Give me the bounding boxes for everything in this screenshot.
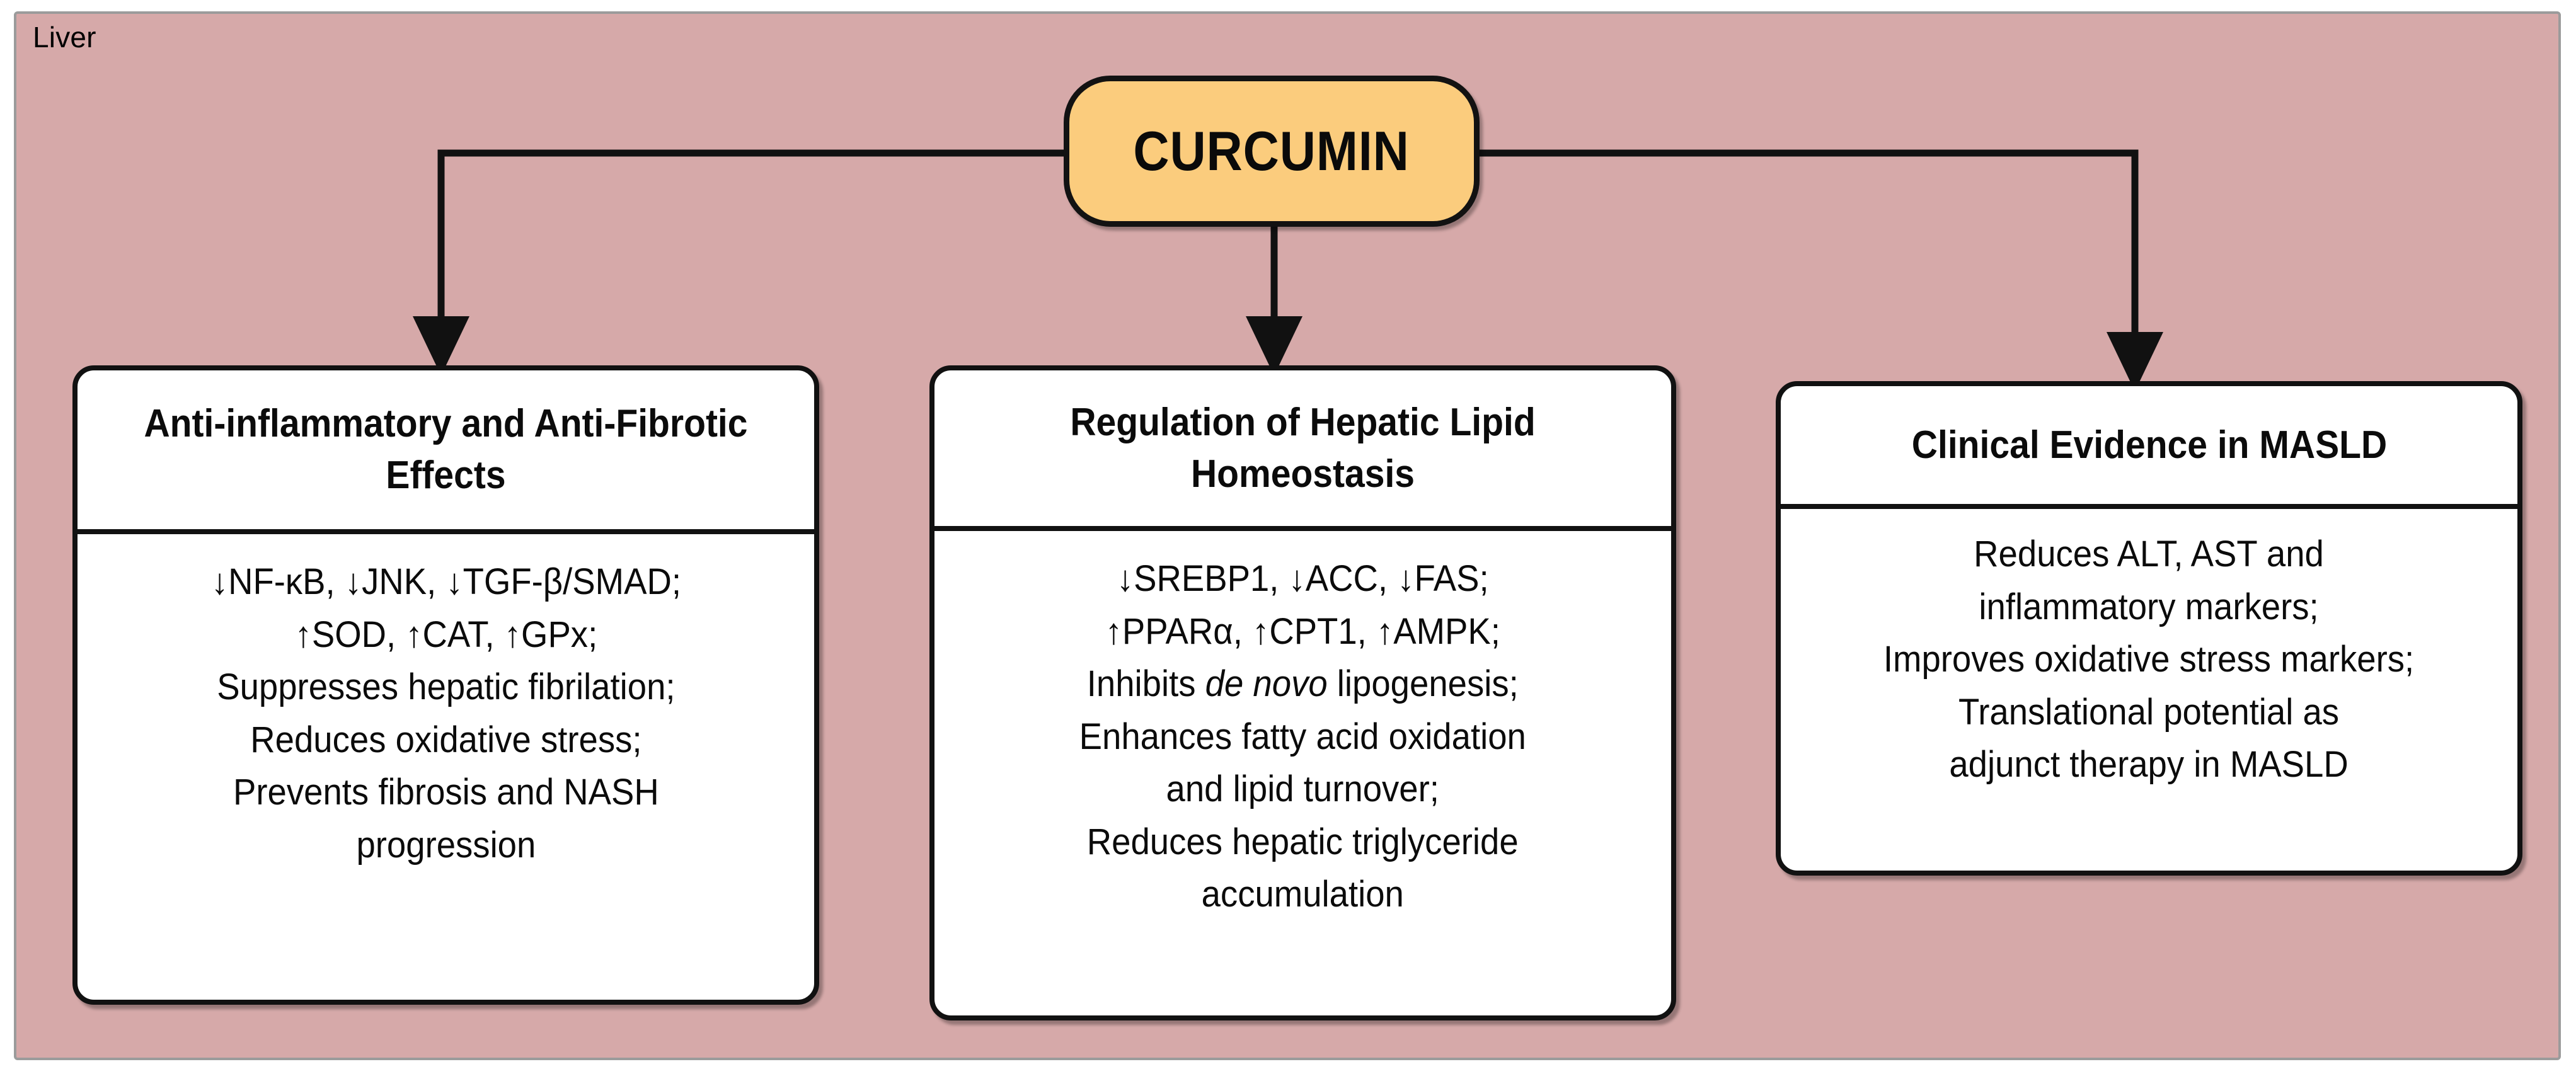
card-lipid-text-pre: ↓SREBP1, ↓ACC, ↓FAS; ↑PPARα, ↑CPT1, ↑AMP… [1086, 558, 1501, 705]
card-clinical-evidence-text: Reduces ALT, AST and inflammatory marker… [1883, 534, 2415, 786]
card-anti-inflammatory-title: Anti-inflammatory and Anti-Fibrotic Effe… [144, 402, 748, 497]
card-lipid-homeostasis-text: ↓SREBP1, ↓ACC, ↓FAS; ↑PPARα, ↑CPT1, ↑AMP… [1079, 552, 1526, 921]
card-anti-inflammatory-body: ↓NF-κB, ↓JNK, ↓TGF-β/SMAD; ↑SOD, ↑CAT, ↑… [78, 534, 814, 1000]
liver-compartment-label: Liver [33, 21, 96, 54]
card-lipid-text-post: lipogenesis; Enhances fatty acid oxidati… [1079, 663, 1527, 915]
card-lipid-homeostasis-body: ↓SREBP1, ↓ACC, ↓FAS; ↑PPARα, ↑CPT1, ↑AMP… [934, 531, 1671, 1015]
card-lipid-text-italic: de novo [1205, 663, 1328, 705]
curcumin-node-label: CURCUMIN [1133, 120, 1410, 182]
card-anti-inflammatory[interactable]: Anti-inflammatory and Anti-Fibrotic Effe… [72, 365, 819, 1005]
card-lipid-homeostasis[interactable]: Regulation of Hepatic Lipid Homeostasis … [929, 365, 1676, 1020]
card-clinical-evidence-title: Clinical Evidence in MASLD [1911, 423, 2387, 467]
card-clinical-evidence-header: Clinical Evidence in MASLD [1781, 386, 2517, 509]
card-anti-inflammatory-header: Anti-inflammatory and Anti-Fibrotic Effe… [78, 370, 814, 534]
card-clinical-evidence-body: Reduces ALT, AST and inflammatory marker… [1781, 509, 2517, 871]
card-clinical-evidence[interactable]: Clinical Evidence in MASLD Reduces ALT, … [1776, 381, 2522, 876]
card-lipid-homeostasis-title: Regulation of Hepatic Lipid Homeostasis [1070, 400, 1536, 496]
card-anti-inflammatory-text: ↓NF-κB, ↓JNK, ↓TGF-β/SMAD; ↑SOD, ↑CAT, ↑… [210, 561, 681, 866]
curcumin-node[interactable]: CURCUMIN [1064, 76, 1480, 227]
card-lipid-homeostasis-header: Regulation of Hepatic Lipid Homeostasis [934, 370, 1671, 531]
